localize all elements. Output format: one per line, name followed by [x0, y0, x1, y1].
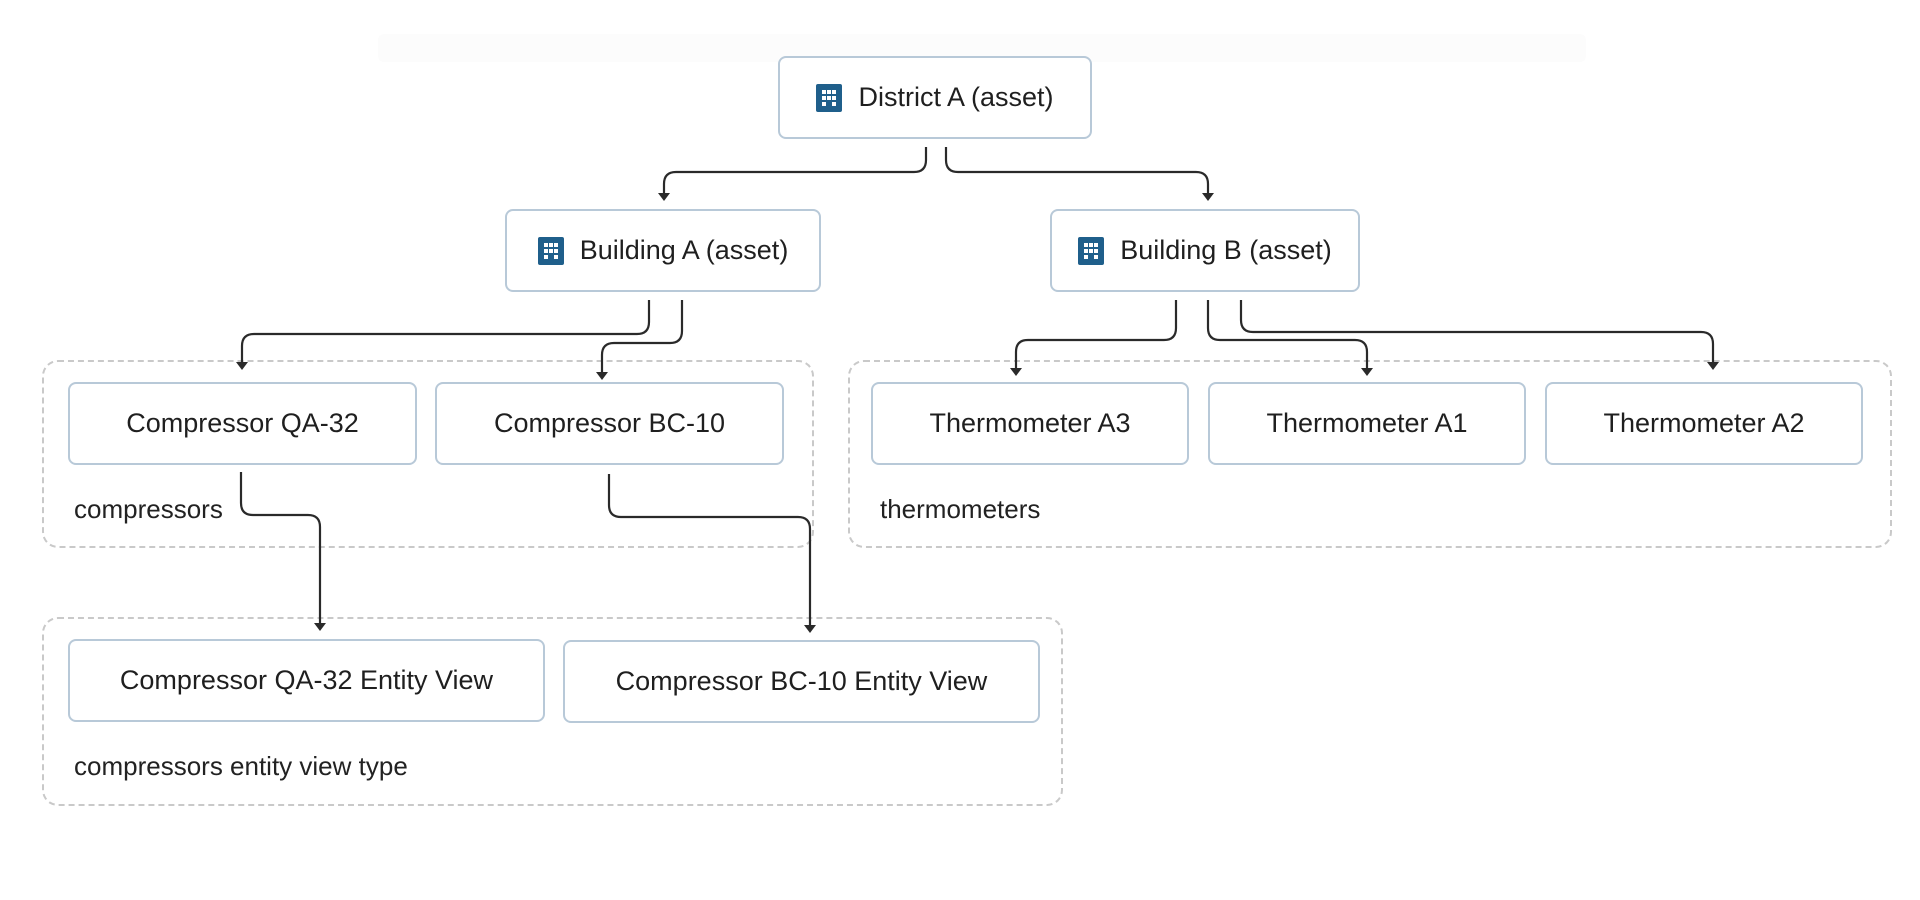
node-label: Compressor BC-10 Entity View — [615, 666, 988, 696]
building-icon — [537, 236, 564, 265]
building-icon — [1078, 236, 1105, 265]
node-thermometer-a3[interactable]: Thermometer A3 — [871, 382, 1189, 465]
node-thermometer-a1[interactable]: Thermometer A1 — [1208, 382, 1526, 465]
building-icon — [816, 83, 843, 112]
group-label-thermometers: thermometers — [880, 494, 1041, 524]
node-label: Building A (asset) — [579, 235, 789, 265]
node-compressor-bc10[interactable]: Compressor BC-10 — [435, 382, 784, 465]
node-label: Compressor QA-32 — [126, 408, 359, 438]
node-thermometer-a2[interactable]: Thermometer A2 — [1545, 382, 1863, 465]
node-label: Compressor BC-10 — [493, 408, 726, 438]
node-label: Building B (asset) — [1120, 235, 1332, 265]
group-label-compressors: compressors — [74, 494, 223, 524]
edge-district-to-building-b — [944, 147, 1214, 201]
node-compressor-bc10-entity-view[interactable]: Compressor BC-10 Entity View — [563, 640, 1040, 723]
edge-district-to-building-a — [658, 147, 928, 201]
node-compressor-qa32[interactable]: Compressor QA-32 — [68, 382, 417, 465]
node-label: Compressor QA-32 Entity View — [119, 665, 494, 695]
node-building-a[interactable]: Building A (asset) — [505, 209, 821, 292]
node-compressor-qa32-entity-view[interactable]: Compressor QA-32 Entity View — [68, 639, 545, 722]
group-compressors-entity-view-type: compressors entity view type — [42, 617, 1063, 806]
node-district-a[interactable]: District A (asset) — [778, 56, 1092, 139]
node-label: District A (asset) — [858, 82, 1054, 112]
group-label-entity-views: compressors entity view type — [74, 751, 408, 781]
node-label: Thermometer A2 — [1603, 408, 1805, 438]
node-building-b[interactable]: Building B (asset) — [1050, 209, 1360, 292]
node-label: Thermometer A3 — [929, 408, 1131, 438]
node-label: Thermometer A1 — [1266, 408, 1468, 438]
